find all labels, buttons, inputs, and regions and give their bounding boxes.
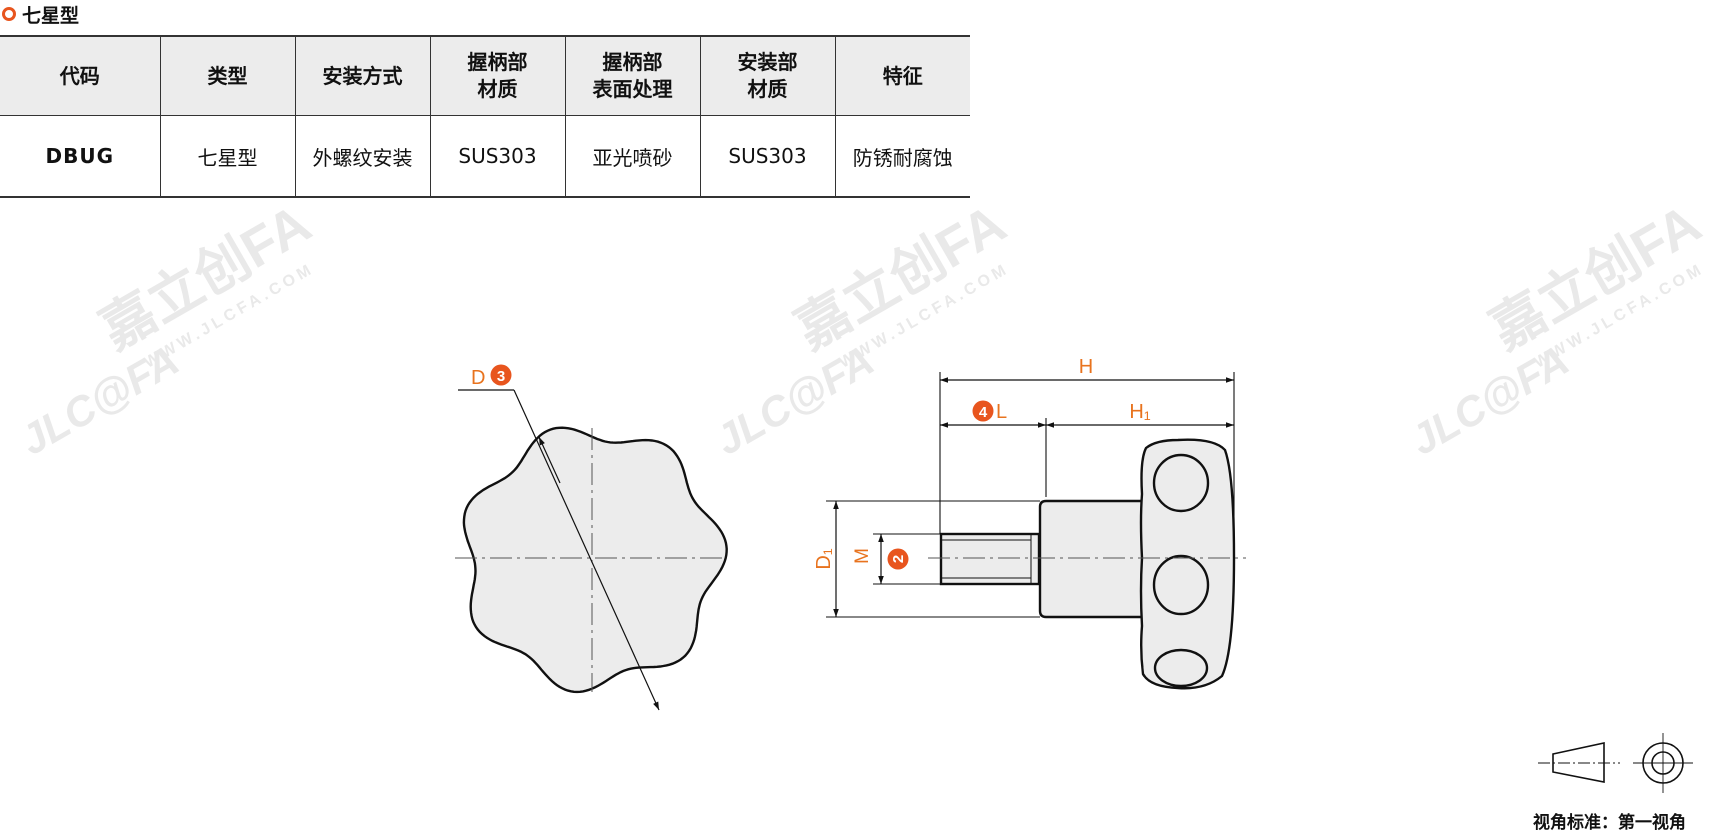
cell-grip-finish: 亚光喷砂 <box>564 115 701 198</box>
dim-label-h: H <box>1079 356 1093 378</box>
badge-2-label: 2 <box>890 555 907 563</box>
dim-label-m: M <box>852 548 873 564</box>
watermark-2: JLC@FA 嘉立创FA WWW.JLCFA.COM <box>707 193 1015 464</box>
col-header-mount-material: 安装部材质 <box>699 35 836 116</box>
col-header-grip-finish: 握柄部表面处理 <box>564 35 701 116</box>
badge-4-label: 4 <box>979 404 988 421</box>
col-header-type: 类型 <box>159 35 296 116</box>
view-standard-caption: 视角标准：第一视角 <box>1533 813 1686 833</box>
col-header-code: 代码 <box>0 35 161 116</box>
threaded-stud <box>939 532 1041 586</box>
spec-table-header: 代码 类型 安装方式 握柄部材质 握柄部表面处理 安装部材质 特征 <box>0 35 970 116</box>
cell-grip-material: SUS303 <box>429 115 566 198</box>
knob-outline <box>462 426 728 694</box>
badge-3-label: 3 <box>497 368 505 385</box>
lobe-bottom <box>1153 648 1209 688</box>
lobe-top <box>1152 453 1210 513</box>
table-row: DBUG 七星型 外螺纹安装 SUS303 亚光喷砂 SUS303 防锈耐腐蚀 <box>0 115 970 198</box>
dim-label-h1: H₁ <box>1129 401 1150 423</box>
side-view: H 4 L H₁ D₁ M 2 <box>813 356 1246 690</box>
lobe-middle <box>1152 554 1210 616</box>
cell-code[interactable]: DBUG <box>0 115 161 198</box>
cell-mounting: 外螺纹安装 <box>294 115 431 198</box>
cell-type: 七星型 <box>159 115 296 198</box>
cell-mount-material: SUS303 <box>699 115 836 198</box>
dim-label-d1: D₁ <box>813 548 835 569</box>
cell-feature: 防锈耐腐蚀 <box>834 115 970 198</box>
watermark-1: JLC@FA 嘉立创FA WWW.JLCFA.COM <box>12 193 320 464</box>
col-header-grip-material: 握柄部材质 <box>429 35 566 116</box>
watermark-3: JLC@FA 嘉立创FA WWW.JLCFA.COM <box>1402 193 1710 464</box>
dim-line-diameter <box>513 389 660 711</box>
dim-label-l: L <box>996 401 1007 423</box>
section-title: 七星型 <box>22 4 80 27</box>
badge-2-icon <box>887 548 909 570</box>
col-header-mounting: 安装方式 <box>294 35 431 116</box>
badge-3-icon <box>490 364 512 386</box>
ring-bullet-icon <box>2 7 16 21</box>
badge-4-icon <box>972 400 994 422</box>
projection-symbol-icon <box>1538 733 1693 793</box>
section-header: 七星型 <box>2 0 79 28</box>
spec-table: 代码 类型 安装方式 握柄部材质 握柄部表面处理 安装部材质 特征 DBUG 七… <box>0 35 970 198</box>
dim-line-diameter-start <box>538 436 561 484</box>
front-view: D 3 <box>455 364 728 711</box>
dim-label-d: D <box>471 367 485 389</box>
col-header-feature: 特征 <box>834 35 970 116</box>
